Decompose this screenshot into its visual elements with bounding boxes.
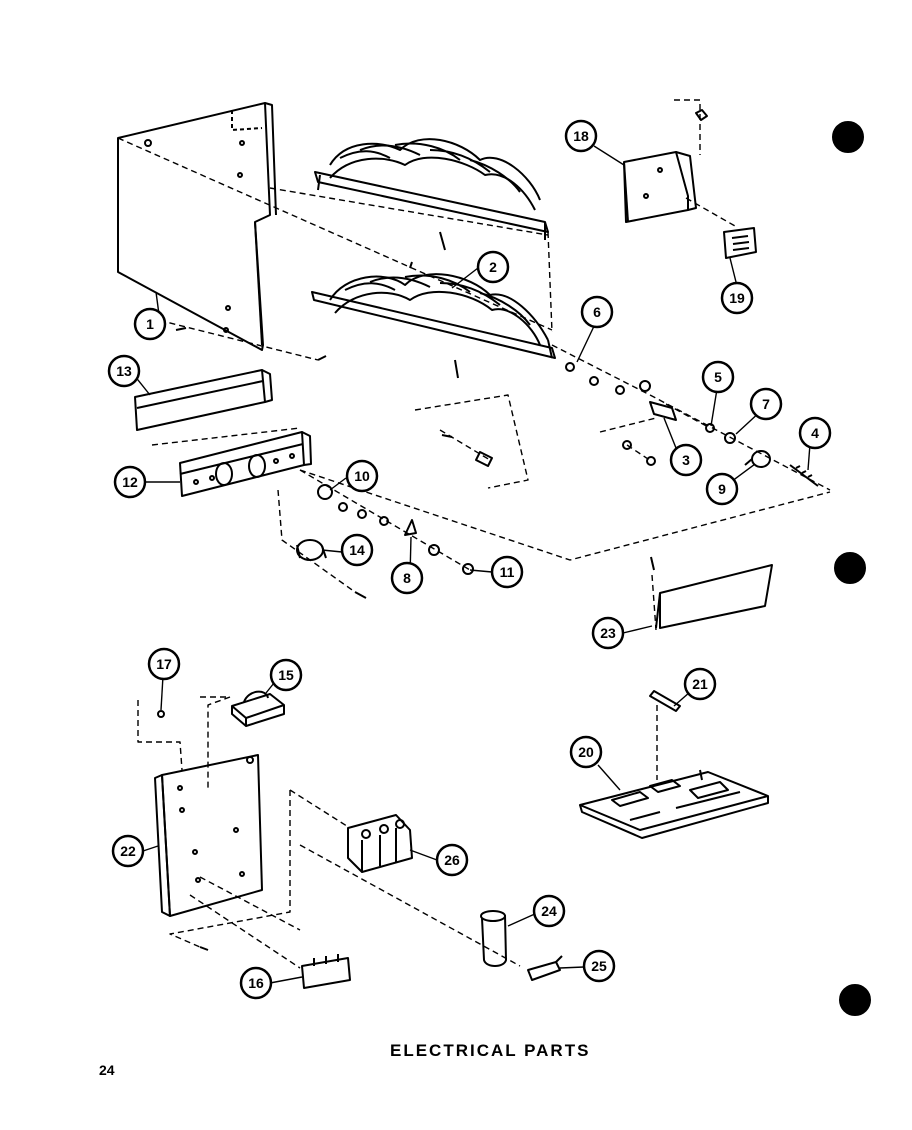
svg-text:11: 11 [500,564,515,580]
svg-text:26: 26 [444,852,460,868]
svg-text:13: 13 [116,363,132,379]
callout-19: 19 [720,281,754,315]
callout-14: 14 [340,533,374,567]
standoff-part [649,690,681,712]
svg-text:12: 12 [122,474,138,490]
callout-23: 23 [591,616,625,650]
bracket-part [134,369,273,431]
side-panel-part [117,102,277,351]
svg-text:24: 24 [541,903,557,919]
clip-part [404,519,417,536]
terminal-strip-part [179,431,312,497]
svg-text:18: 18 [573,128,589,144]
callout-11: 11 [490,555,524,589]
callout-9: 9 [705,472,739,506]
svg-text:6: 6 [593,304,601,320]
svg-text:2: 2 [489,259,497,275]
assembly-lines [117,99,831,969]
heating-element-upper [314,138,549,251]
washers-and-nuts [317,362,736,575]
terminal-block-part [301,954,351,989]
callout-7: 7 [749,387,783,421]
svg-text:19: 19 [729,290,745,306]
callout-13: 13 [107,354,141,388]
svg-text:23: 23 [600,625,616,641]
transformer-part [231,690,285,727]
callout-12: 12 [113,465,147,499]
callout-18: 18 [564,119,598,153]
screw-17-part [157,710,165,718]
callout-1: 1 [133,307,167,341]
callout-4: 4 [798,416,832,450]
callout-20: 20 [569,735,603,769]
contactor-part [347,814,413,873]
punch-hole-bottom [839,984,871,1016]
svg-text:10: 10 [354,468,370,484]
plate-part [655,564,773,629]
control-panel-part [154,754,263,917]
svg-text:1: 1 [146,316,154,332]
callout-2: 2 [476,250,510,284]
control-box-part [623,151,697,223]
svg-text:17: 17 [156,656,172,672]
callout-26: 26 [435,843,469,877]
screws [175,109,708,951]
callout-5: 5 [701,360,735,394]
bushing-part [744,450,771,468]
svg-text:15: 15 [278,667,294,683]
callout-16: 16 [239,966,273,1000]
page-number: 24 [99,1062,115,1078]
callout-10: 10 [345,459,379,493]
heating-element-lower [311,261,556,379]
capacitor-part [480,910,507,967]
callout-3: 3 [669,443,703,477]
callout-25: 25 [582,949,616,983]
small-board-part [723,227,757,259]
svg-text:16: 16 [248,975,264,991]
svg-text:20: 20 [578,744,594,760]
callout-17: 17 [147,647,181,681]
svg-text:9: 9 [718,481,726,497]
insulator-part [649,401,677,421]
clamp-part [527,955,563,981]
circuit-board-part [579,769,769,839]
callout-21: 21 [683,667,717,701]
callout-15: 15 [269,658,303,692]
callout-24: 24 [532,894,566,928]
callouts: 1 2 3 4 5 6 7 8 9 10 11 12 13 14 15 16 1… [107,119,832,1000]
callout-22: 22 [111,834,145,868]
svg-text:8: 8 [403,570,411,586]
svg-text:25: 25 [591,958,607,974]
svg-text:5: 5 [714,369,722,385]
callout-8: 8 [390,561,424,595]
thermal-limit-part [296,539,327,561]
punch-hole-top [832,121,864,153]
svg-text:7: 7 [762,396,770,412]
svg-text:21: 21 [692,676,708,692]
svg-text:14: 14 [349,542,365,558]
svg-text:3: 3 [682,452,690,468]
callout-6: 6 [580,295,614,329]
svg-text:4: 4 [811,425,819,441]
punch-hole-middle [834,552,866,584]
leader-lines [133,145,811,984]
svg-text:22: 22 [120,843,136,859]
page-title: ELECTRICAL PARTS [390,1041,591,1060]
